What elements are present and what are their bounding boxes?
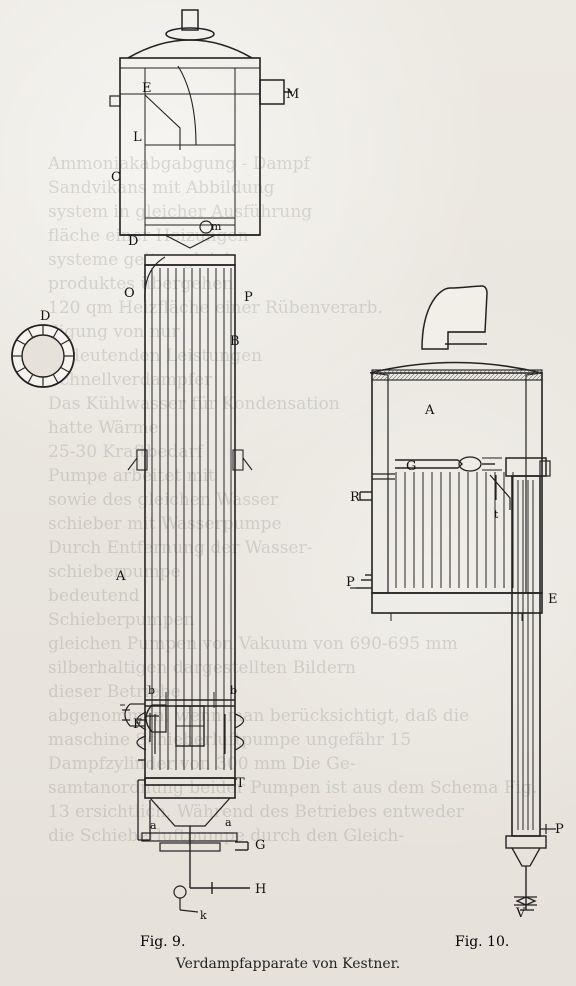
fig9-label-b: B bbox=[230, 334, 240, 349]
fig9-label-l: L bbox=[133, 130, 142, 145]
figure-9: E M L C D m O P B D A b b F T a a G H k … bbox=[11, 9, 299, 950]
fig9-label-a-right: a bbox=[225, 816, 232, 829]
figure-10: A G R t P E P V Fig. 10. bbox=[346, 285, 564, 950]
fig9-label-p: P bbox=[244, 290, 253, 305]
fig9-label-o: O bbox=[124, 286, 135, 301]
fig10-label-g: G bbox=[406, 459, 416, 474]
fig9-label-c: C bbox=[111, 170, 121, 185]
fig9-label-d-top: D bbox=[128, 234, 138, 249]
fig9-label-m: M bbox=[286, 87, 299, 102]
fig9-label-t: T bbox=[236, 776, 245, 791]
figure-caption-main: Verdampfapparate von Kestner. bbox=[175, 956, 401, 972]
fig9-label-m-small: m bbox=[211, 220, 222, 233]
fig9-label-a-left: a bbox=[150, 819, 157, 832]
fig9-label-a: A bbox=[115, 569, 126, 584]
fig10-label-t: t bbox=[494, 508, 499, 521]
fig9-label-h: H bbox=[255, 882, 266, 897]
fig10-label-e: E bbox=[548, 592, 558, 607]
fig9-label-b-left: b bbox=[148, 684, 155, 697]
fig9-label-b-right: b bbox=[230, 684, 237, 697]
fig9-label-k: k bbox=[200, 909, 207, 922]
fig9-caption: Fig. 9. bbox=[140, 934, 185, 950]
fig9-label-e: E bbox=[142, 81, 152, 96]
fig10-caption: Fig. 10. bbox=[455, 934, 509, 950]
fig10-label-p-bottom: P bbox=[555, 822, 564, 837]
fig10-label-p-mid: P bbox=[346, 575, 355, 590]
fig9-label-f: F bbox=[133, 717, 142, 732]
fig10-label-r: R bbox=[350, 490, 361, 505]
fig9-label-d-side: D bbox=[40, 309, 50, 324]
fig10-label-a: A bbox=[424, 403, 435, 418]
fig9-label-g: G bbox=[255, 838, 265, 853]
fig10-label-v: V bbox=[515, 906, 526, 921]
